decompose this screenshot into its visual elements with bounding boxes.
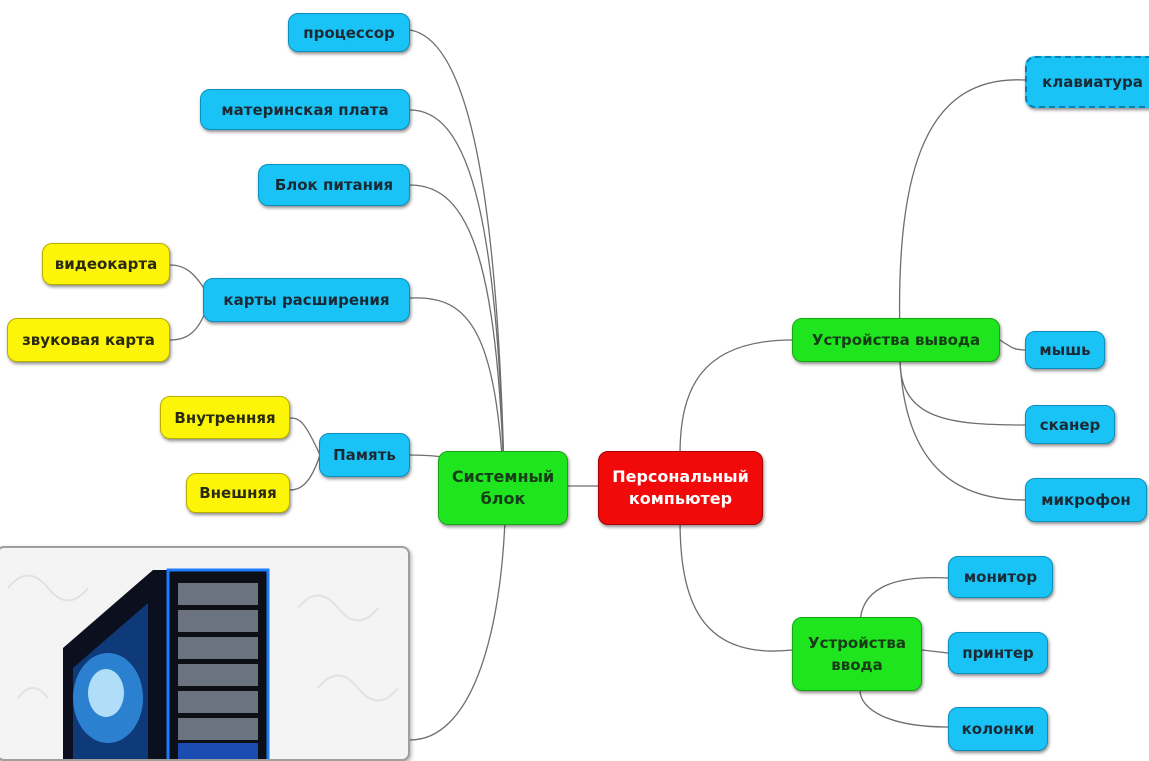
motherboard-node[interactable]: материнская плата bbox=[200, 89, 410, 130]
microphone-node[interactable]: микрофон bbox=[1025, 478, 1147, 522]
monitor-node[interactable]: монитор bbox=[948, 556, 1053, 598]
printer-node[interactable]: принтер bbox=[948, 632, 1048, 674]
output-devices-node[interactable]: Устройства вывода bbox=[792, 318, 1000, 362]
scanner-node[interactable]: сканер bbox=[1025, 405, 1115, 444]
memory-node[interactable]: Память bbox=[319, 433, 410, 477]
internal-memory-node[interactable]: Внутренняя bbox=[160, 396, 290, 439]
psu-node[interactable]: Блок питания bbox=[258, 164, 410, 206]
sound-card-node[interactable]: звуковая карта bbox=[7, 318, 170, 362]
processor-node[interactable]: процессор bbox=[288, 13, 410, 52]
external-memory-node[interactable]: Внешняя bbox=[186, 473, 290, 513]
expansion-cards-node[interactable]: карты расширения bbox=[203, 278, 410, 322]
system-unit-node[interactable]: Системный блок bbox=[438, 451, 568, 525]
keyboard-node[interactable]: клавиатура bbox=[1025, 56, 1149, 108]
central-node[interactable]: Персональный компьютер bbox=[598, 451, 763, 525]
video-card-node[interactable]: видеокарта bbox=[42, 243, 170, 285]
speakers-node[interactable]: колонки bbox=[948, 707, 1048, 751]
pc-tower-icon bbox=[7, 568, 399, 759]
pc-tower-image bbox=[0, 546, 410, 761]
mouse-node[interactable]: мышь bbox=[1025, 331, 1105, 369]
input-devices-node[interactable]: Устройства ввода bbox=[792, 617, 922, 691]
